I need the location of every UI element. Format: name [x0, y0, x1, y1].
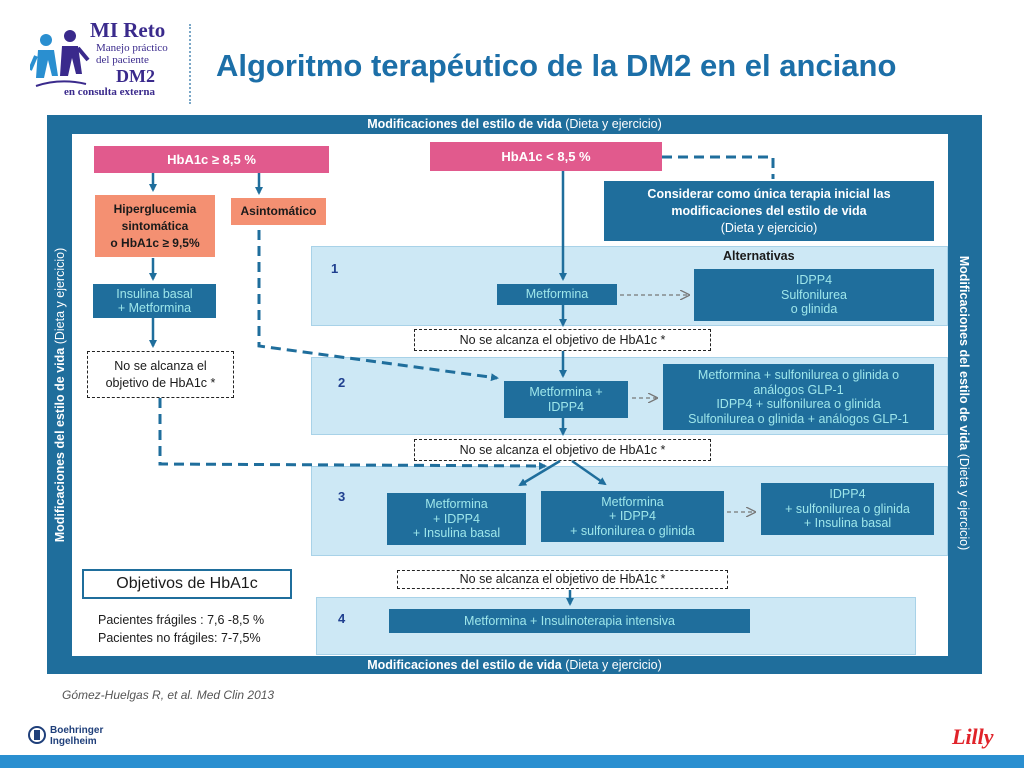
hiper-line-1: Hiperglucemia	[113, 201, 197, 216]
insulina-line-2: + Metformina	[117, 301, 192, 315]
step-2-main-1: Metformina +	[529, 385, 603, 399]
boehringer-logo: Boehringer Ingelheim	[28, 723, 138, 749]
step-3-alternatives-box: IDPP4 + sulfonilurea o glinida + Insulin…	[761, 483, 934, 535]
objetivos-title-box: Objetivos de HbA1c	[82, 569, 292, 599]
logo-separator	[189, 24, 191, 104]
step-2-main-2: IDPP4	[547, 399, 585, 414]
band-bottom-bold: Modificaciones del estilo de vida	[367, 658, 562, 672]
step-2-alt-3: IDPP4 + sulfonilurea o glinida	[716, 397, 881, 411]
dashed-asint-to-step2	[257, 230, 499, 382]
step-2-alternatives-box: Metformina + sulfonilurea o glinida o an…	[663, 364, 934, 430]
logo-subtitle-2: del paciente	[96, 54, 149, 66]
step-2-alt-4: Sulfonilurea o glinida + análogos GLP-1	[688, 411, 909, 426]
logo-title: MI Reto	[90, 18, 166, 42]
step-2-alt-1: Metformina + sulfonilurea o glinida o	[697, 368, 900, 382]
band-bottom-normal: (Dieta y ejercicio)	[565, 658, 662, 672]
step-1-alt-1: IDPP4	[795, 273, 833, 288]
logo-dm2: DM2	[116, 66, 155, 86]
dashed-low-to-considerar	[662, 155, 775, 179]
step-1-metformina-box: Metformina	[497, 284, 617, 305]
objetivos-text: Pacientes frágiles : 7,6 -8,5 % Paciente…	[98, 611, 264, 647]
step-3-alt-1: IDPP4	[829, 487, 866, 502]
step-3-b-1: Metformina	[601, 494, 664, 509]
step-3-insulina-option-box: Metformina + IDPP4 + Insulina basal	[387, 493, 526, 545]
step-2-no-alcanza-box: No se alcanza el objetivo de HbA1c *	[414, 439, 711, 461]
no-alcanza-left-2: objetivo de HbA1c *	[105, 375, 216, 390]
arrow-noalcanza2-right	[571, 459, 607, 486]
step-2-metformina-idpp4-box: Metformina + IDPP4	[504, 381, 628, 418]
step-1-alt-3: o glinida	[790, 302, 838, 317]
step-1-number: 1	[331, 261, 339, 276]
step-3-a-1: Metformina	[425, 497, 488, 512]
logo-subtitle: Manejo práctico del paciente	[96, 42, 168, 66]
hiper-line-3: o HbA1c ≥ 9,5%	[110, 235, 200, 250]
step-3-number: 3	[338, 489, 346, 504]
considerar-line-3: (Dieta y ejercicio)	[720, 220, 818, 235]
logo-tagline: en consulta externa	[64, 86, 156, 98]
no-alcanza-left-box: No se alcanza el objetivo de HbA1c *	[87, 351, 234, 398]
boehringer-icon	[28, 726, 46, 744]
insulina-basal-box: Insulina basal + Metformina	[93, 284, 216, 318]
considerar-box: Considerar como única terapia inicial la…	[604, 181, 934, 241]
hba1c-high-box: HbA1c ≥ 8,5 %	[94, 146, 329, 173]
people-icon	[30, 30, 90, 87]
band-top-bold: Modificaciones del estilo de vida	[367, 117, 562, 131]
alternativas-label: Alternativas	[723, 249, 795, 263]
hiper-line-2: sintomática	[121, 218, 189, 233]
lilly-logo: Lilly	[952, 724, 994, 749]
insulina-line-1: Insulina basal	[116, 286, 193, 301]
step-1-alt-2: Sulfonilurea	[780, 287, 847, 302]
lifestyle-band-bottom: Modificaciones del estilo de vida (Dieta…	[47, 658, 982, 672]
mi-reto-logo: MI Reto Manejo práctico del paciente DM2…	[30, 18, 190, 108]
asintomatico-box: Asintomático	[231, 198, 326, 225]
step-3-sulfonilurea-option-box: Metformina + IDPP4 + sulfonilurea o glin…	[541, 491, 724, 542]
hba1c-low-box: HbA1c < 8,5 %	[430, 142, 662, 171]
step-4-main: Metformina + Insulinoterapia intensiva	[464, 613, 675, 628]
band-top-normal: (Dieta y ejercicio)	[565, 117, 662, 131]
bi-line-1: Boehringer	[50, 725, 104, 736]
step-3-a-2: + IDPP4	[433, 511, 480, 526]
step-3-b-2: + IDPP4	[609, 509, 656, 524]
considerar-line-2: modificaciones del estilo de vida	[671, 203, 867, 218]
bi-line-2: Ingelheim	[50, 736, 97, 747]
step-1-main: Metformina	[525, 287, 589, 302]
objetivos-line-2: Pacientes no frágiles: 7-7,5%	[98, 631, 261, 645]
step-2-number: 2	[338, 375, 346, 390]
objetivos-line-1: Pacientes frágiles : 7,6 -8,5 %	[98, 613, 265, 627]
lifestyle-band-top: Modificaciones del estilo de vida (Dieta…	[47, 117, 982, 131]
hiperglucemia-box: Hiperglucemia sintomática o HbA1c ≥ 9,5%	[95, 195, 215, 257]
boehringer-text: Boehringer Ingelheim	[50, 725, 103, 747]
step-1-no-alcanza-box: No se alcanza el objetivo de HbA1c *	[414, 329, 711, 351]
considerar-line-1: Considerar como única terapia inicial la…	[647, 186, 891, 201]
step-3-alt-3: + Insulina basal	[803, 516, 892, 531]
reference: Gómez-Huelgas R, et al. Med Clin 2013	[62, 688, 275, 702]
step-4-insulinoterapia-box: Metformina + Insulinoterapia intensiva	[389, 609, 750, 633]
step-3-alt-2: + sulfonilurea o glinida	[785, 501, 910, 516]
no-alcanza-left-1: No se alcanza el	[114, 358, 207, 373]
bottom-bar	[0, 755, 1024, 768]
step-3-a-3: + Insulina basal	[412, 526, 501, 541]
step-2-alt-2: análogos GLP-1	[753, 382, 844, 397]
step-1-alternatives-box: IDPP4 Sulfonilurea o glinida	[694, 269, 934, 321]
page-title: Algoritmo terapéutico de la DM2 en el an…	[216, 48, 897, 83]
step-3-no-alcanza-box: No se alcanza el objetivo de HbA1c *	[397, 570, 728, 589]
logo-subtitle-1: Manejo práctico	[96, 42, 168, 54]
step-4-number: 4	[338, 611, 346, 626]
arrow-noalcanza2-left	[518, 459, 561, 487]
step-3-b-3: + sulfonilurea o glinida	[570, 523, 695, 538]
dashed-noalcanza-left-to-step3	[158, 398, 547, 470]
